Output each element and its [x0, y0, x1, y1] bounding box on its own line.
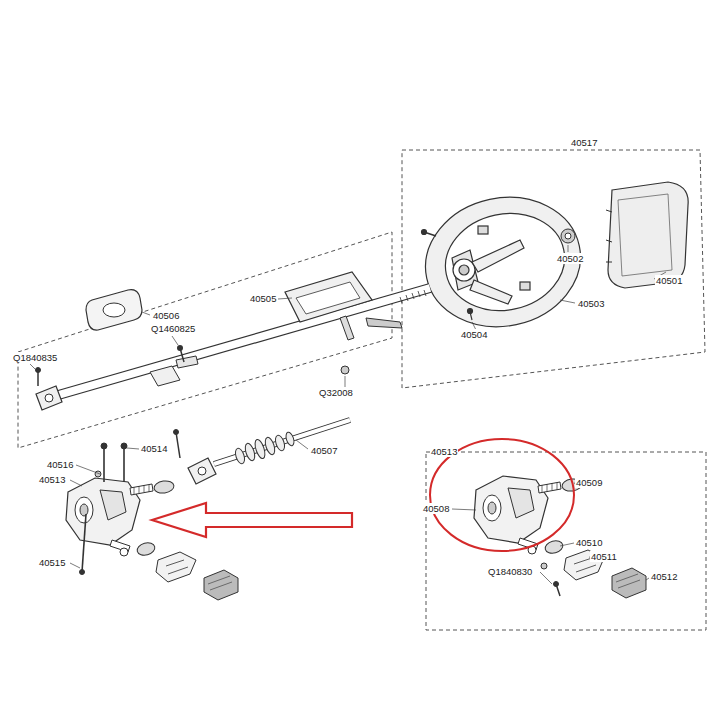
part-number: 40513 — [430, 446, 458, 457]
part-number: 40510 — [575, 537, 603, 548]
part-number: 40509 — [575, 477, 603, 488]
part-number: 40513 — [38, 474, 66, 485]
part-number: Q1840835 — [12, 352, 58, 363]
part-number: 40504 — [460, 329, 488, 340]
part-number: 40516 — [46, 459, 74, 470]
part-number: 40505 — [249, 293, 277, 304]
part-number: 40517 — [570, 137, 598, 148]
part-number: 40507 — [310, 445, 338, 456]
part-number: 40503 — [577, 298, 605, 309]
part-number: Q32008 — [318, 387, 354, 398]
part-number: 40502 — [556, 253, 584, 264]
part-number: 40501 — [655, 275, 683, 286]
part-number: Q1840830 — [487, 566, 533, 577]
part-number: 40512 — [650, 571, 678, 582]
part-number: 40515 — [38, 557, 66, 568]
part-number: 40508 — [422, 503, 450, 514]
part-number: 40514 — [140, 443, 168, 454]
part-number: 40506 — [152, 310, 180, 321]
part-number: Q1460825 — [150, 323, 196, 334]
part-number: 40511 — [590, 551, 618, 562]
